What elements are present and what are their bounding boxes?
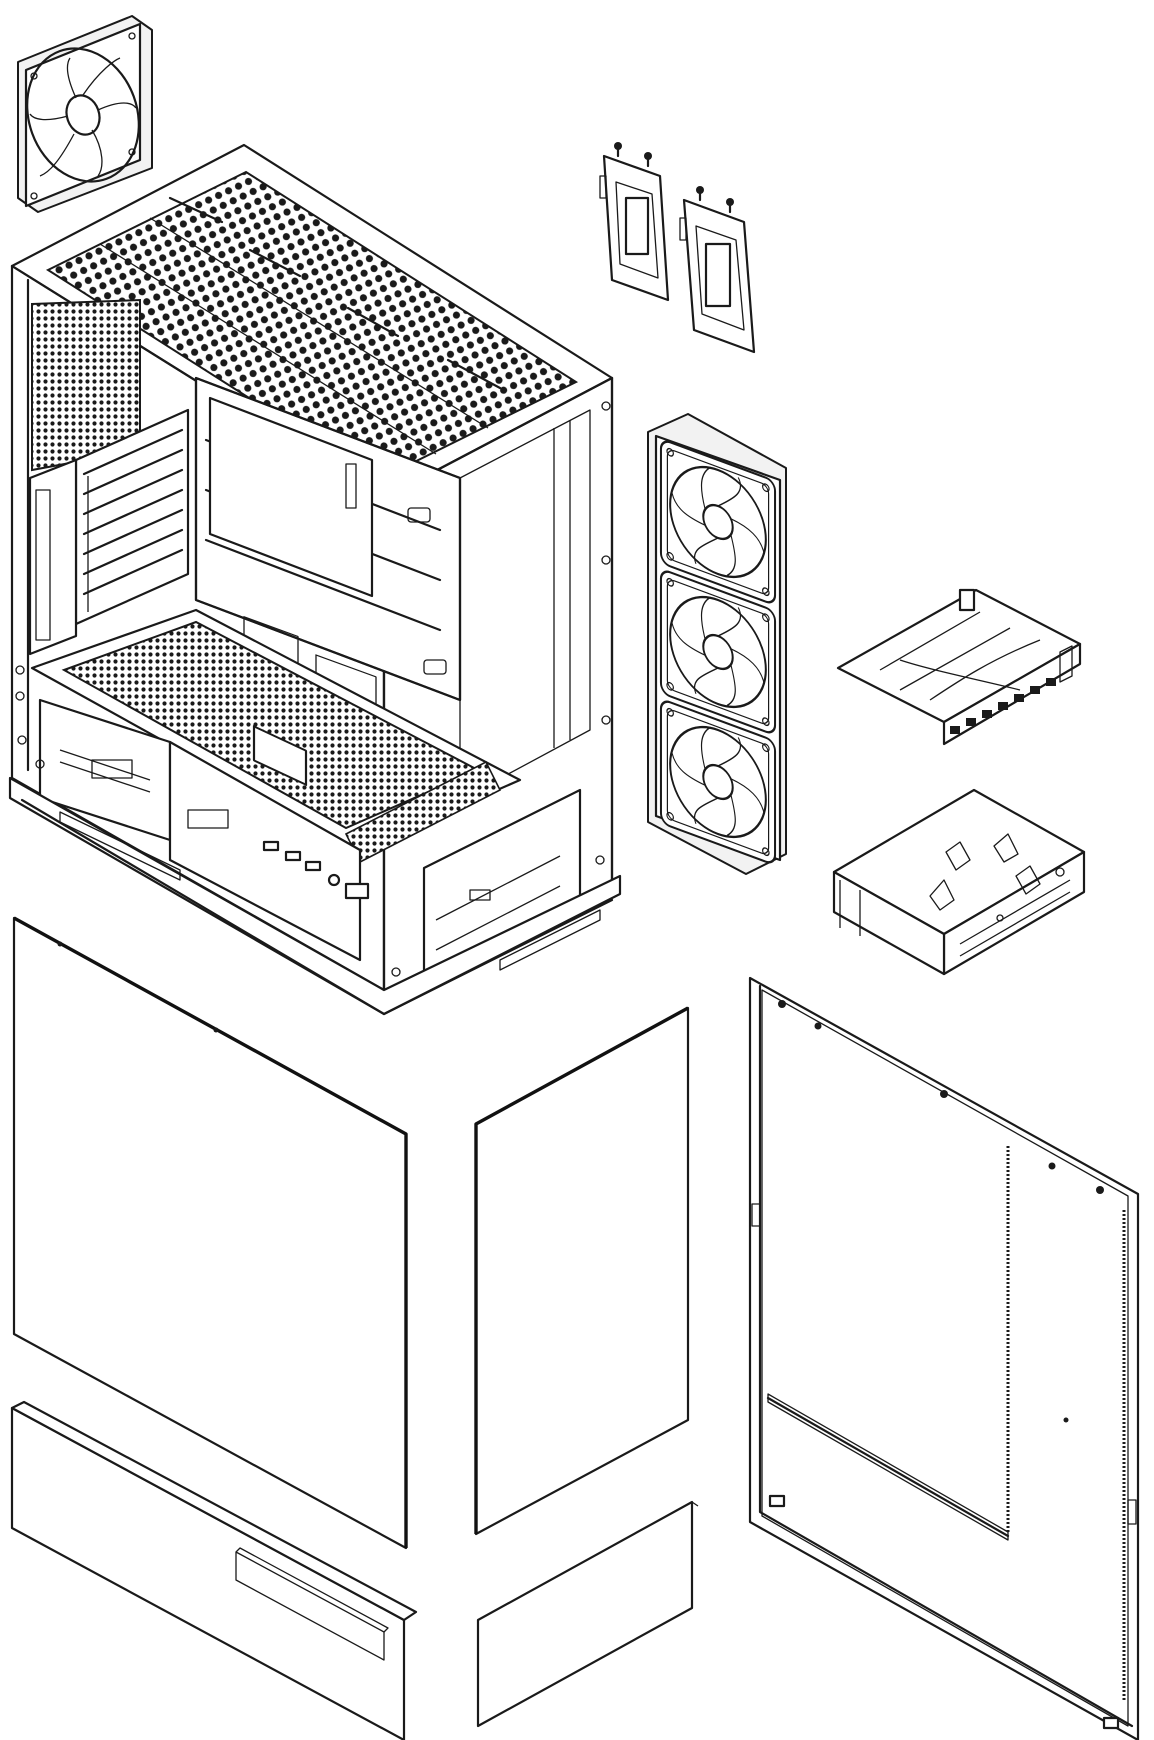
main-chassis bbox=[8, 143, 622, 1016]
front-io-ports bbox=[262, 840, 370, 900]
pci-slots bbox=[74, 408, 190, 626]
left-glass-panel bbox=[12, 916, 408, 1550]
ssd-brackets bbox=[599, 142, 756, 354]
front-glass-panel bbox=[474, 1006, 690, 1536]
right-side-panel bbox=[748, 976, 1140, 1740]
tray-vents bbox=[950, 678, 1056, 734]
drive-tray bbox=[836, 588, 1082, 746]
triple-fan-radiator bbox=[647, 413, 787, 875]
top-fan bbox=[17, 15, 153, 213]
front-bottom-cover bbox=[476, 1500, 699, 1728]
drive-cage bbox=[832, 788, 1086, 976]
left-bottom-cover bbox=[10, 1400, 418, 1740]
